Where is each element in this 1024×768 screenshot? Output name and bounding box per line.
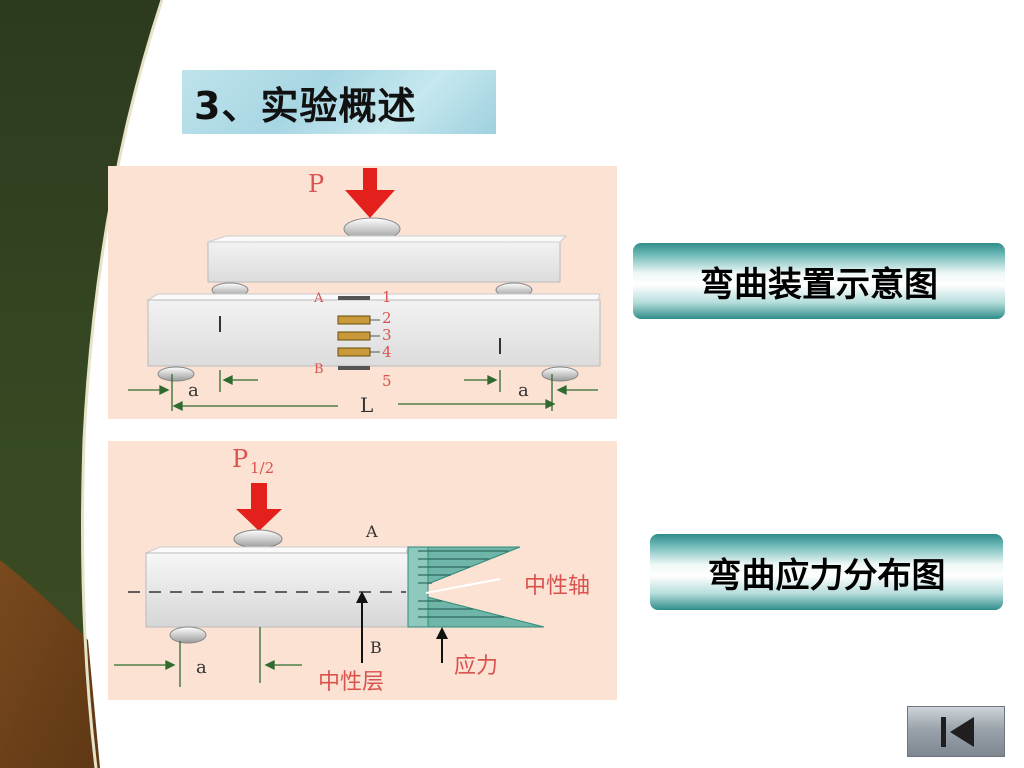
gauge-4	[337, 347, 371, 357]
gauge-2	[337, 315, 371, 325]
lower-support-left	[157, 366, 195, 382]
lower-support-right	[541, 366, 579, 382]
beam	[145, 552, 409, 628]
stress-caption-button[interactable]: 弯曲应力分布图	[650, 534, 1003, 610]
neutral-axis-label: 中性轴	[524, 574, 590, 599]
load-arrow-head	[345, 190, 395, 218]
point-b-label: B	[314, 362, 324, 377]
neutral-layer-label: 中性层	[318, 670, 384, 695]
gauge-1	[338, 296, 370, 300]
gauge-5	[338, 366, 370, 370]
stress-label: 应力	[454, 654, 498, 679]
setup-caption-button[interactable]: 弯曲装置示意图	[633, 243, 1005, 319]
point-a-label: A	[313, 291, 324, 306]
gauge-number-3: 3	[382, 326, 392, 344]
slide-title: 3、实验概述	[194, 83, 417, 128]
upper-beam	[207, 241, 561, 283]
support-roller	[169, 626, 207, 644]
load-label-p: P	[232, 445, 248, 473]
load-arrow-head	[236, 509, 282, 531]
load-arrow-shaft	[251, 483, 267, 511]
stress-caption: 弯曲应力分布图	[707, 555, 946, 596]
skip-back-icon	[941, 717, 974, 747]
gauge-number-2: 2	[382, 309, 392, 327]
bending-setup-diagram: P 1 2 3 4 5 A B	[108, 166, 617, 419]
dim-a-left: a	[188, 380, 199, 401]
load-label: P	[308, 170, 324, 198]
load-roller	[233, 529, 283, 549]
neutral-axis-pointer	[425, 578, 501, 594]
gauge-3	[337, 331, 371, 341]
point-b-label: B	[370, 638, 382, 657]
slide-title-box: 3、实验概述	[182, 70, 496, 134]
bending-stress-graphic: P 1/2 A 中性轴	[114, 445, 590, 695]
point-a-label: A	[365, 522, 378, 541]
dim-a-right: a	[518, 380, 529, 401]
lower-beam	[147, 299, 601, 367]
bending-setup-graphic: P 1 2 3 4 5 A B	[128, 168, 601, 417]
dim-a: a	[196, 657, 207, 678]
gauge-number-5: 5	[382, 372, 392, 390]
setup-caption: 弯曲装置示意图	[700, 264, 938, 305]
dimension-lines	[128, 370, 598, 412]
bending-stress-diagram: P 1/2 A 中性轴	[108, 441, 617, 700]
load-arrow-shaft	[363, 168, 377, 192]
gauge-number-4: 4	[382, 343, 392, 361]
load-label-sub: 1/2	[250, 459, 274, 477]
nav-back-button[interactable]	[907, 706, 1005, 757]
gauge-number-1: 1	[382, 288, 392, 306]
dim-span: L	[360, 393, 373, 417]
